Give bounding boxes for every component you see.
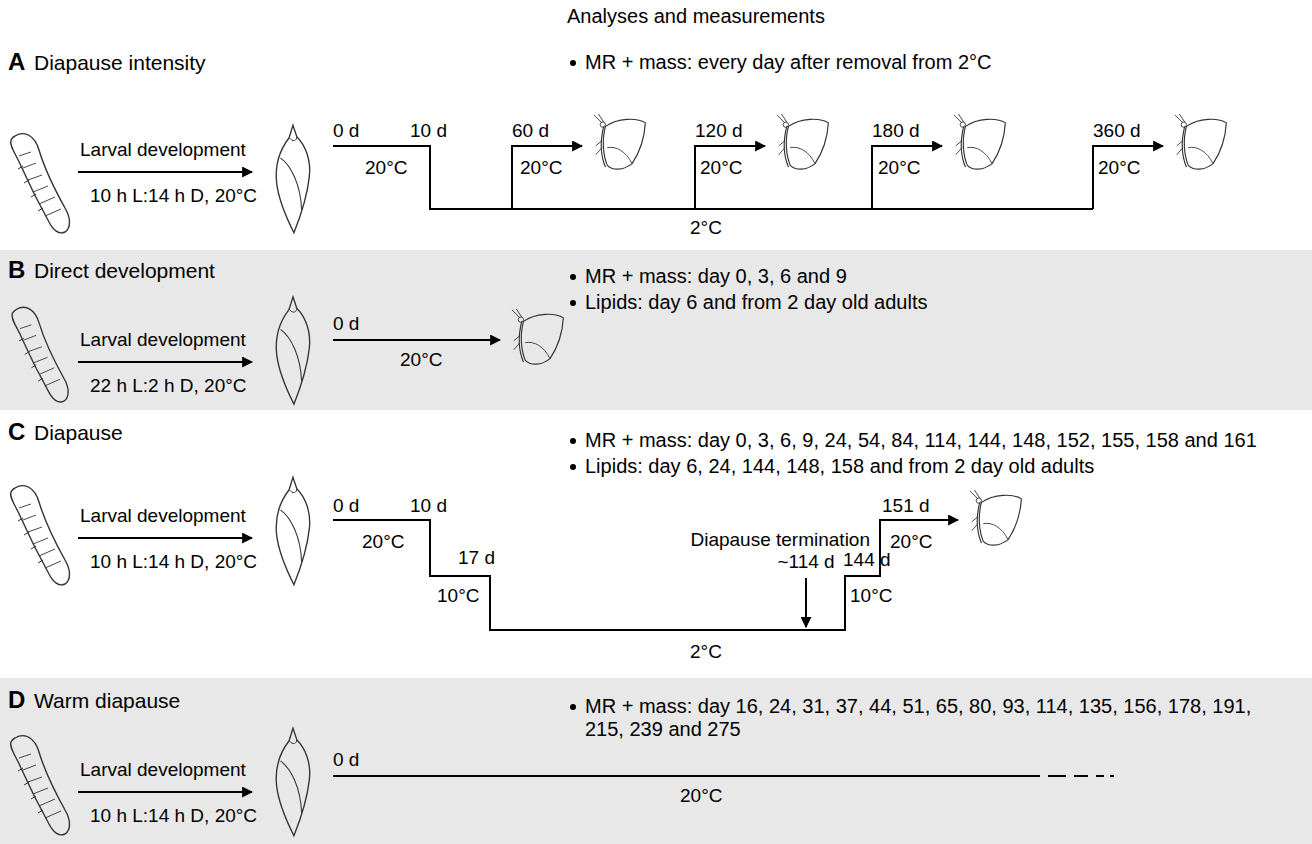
panel-letter: A: [8, 48, 25, 76]
measurement-note: Lipids: day 6 and from 2 day old adults: [585, 291, 927, 314]
transfer-arrow: [512, 146, 582, 209]
day-label: 180 d: [872, 120, 920, 142]
development-arrow: [78, 791, 252, 793]
pupa-drawing: [276, 297, 309, 404]
panel-title: Warm diapause: [34, 689, 180, 713]
panel-title: Diapause: [34, 421, 123, 445]
transfer-arrow: [872, 146, 942, 209]
bullet-dot: [570, 704, 576, 710]
photoperiod-label: 22 h L:2 h D, 20°C: [90, 375, 247, 397]
development-arrow: [78, 171, 252, 173]
day-label: 151 d: [882, 495, 930, 517]
bullet-dot: [570, 300, 576, 306]
larva-drawing: [11, 134, 70, 233]
development-arrow: [78, 361, 252, 363]
panel-letter: D: [8, 686, 25, 714]
day-label: 0 d: [333, 313, 359, 335]
pupa-drawing: [276, 728, 309, 836]
temperature-timeline: [333, 520, 958, 630]
panel-letter: B: [8, 256, 25, 284]
termination-arrow: [805, 578, 807, 627]
development-arrow: [78, 537, 252, 539]
temperature-label: 20°C: [520, 157, 562, 179]
transfer-arrow: [1093, 146, 1163, 209]
section-header: Analyses and measurements: [567, 5, 825, 28]
measurement-note: Lipids: day 6, 24, 144, 148, 158 and fro…: [585, 455, 1094, 478]
temperature-label: 2°C: [690, 641, 722, 663]
stage-label: Larval development: [80, 329, 246, 351]
measurement-note: MR + mass: day 0, 3, 6 and 9: [585, 265, 847, 288]
event-label: Diapause termination: [690, 529, 870, 551]
transfer-arrow: [695, 146, 765, 209]
day-label: 0 d: [333, 749, 359, 771]
day-label: 60 d: [512, 120, 549, 142]
bullet-dot: [570, 438, 576, 444]
larva-drawing: [11, 486, 70, 585]
temperature-label: 20°C: [890, 531, 932, 553]
temperature-timeline: [333, 339, 500, 341]
temperature-label: 20°C: [365, 157, 407, 179]
bullet-dot: [570, 60, 576, 66]
larva-drawing: [12, 307, 68, 402]
photoperiod-label: 10 h L:14 h D, 20°C: [90, 551, 257, 573]
measurement-note: MR + mass: day 0, 3, 6, 9, 24, 54, 84, 1…: [585, 429, 1257, 452]
panel-title: Direct development: [34, 259, 215, 283]
pupa-drawing: [276, 125, 309, 233]
day-label: 360 d: [1093, 120, 1141, 142]
butterfly-drawing: [970, 490, 1021, 545]
stage-label: Larval development: [80, 505, 246, 527]
temperature-label: 20°C: [700, 157, 742, 179]
butterfly-drawing: [954, 114, 1005, 169]
day-label: 0 d: [333, 495, 359, 517]
butterfly-drawing: [512, 309, 563, 364]
day-label: 0 d: [333, 120, 359, 142]
measurement-note: MR + mass: every day after removal from …: [585, 51, 991, 74]
panel-band: B Direct development MR + mass: day 0, 3, …: [0, 250, 1312, 410]
stage-label: Larval development: [80, 759, 246, 781]
measurement-note: MR + mass: day 16, 24, 31, 37, 44, 51, 6…: [585, 695, 1275, 741]
bullet-dots: [570, 60, 576, 710]
butterfly-drawing: [777, 114, 828, 169]
temperature-label: 20°C: [878, 157, 920, 179]
temperature-timeline: [333, 146, 1093, 209]
day-label: 120 d: [695, 120, 743, 142]
bullet-dot: [570, 464, 576, 470]
panel-title: Diapause intensity: [34, 51, 206, 75]
pupa-drawing: [276, 477, 309, 585]
timeline-continuation: [1048, 775, 1114, 777]
temperature-label: 10°C: [437, 585, 479, 607]
day-label: 144 d: [843, 549, 891, 571]
butterfly-drawing: [1175, 114, 1226, 169]
temperature-label: 20°C: [1098, 157, 1140, 179]
temperature-label: 10°C: [850, 585, 892, 607]
bullet-dot: [570, 274, 576, 280]
day-label: 10 d: [410, 120, 447, 142]
day-label: 17 d: [458, 547, 495, 569]
larva-drawing: [11, 736, 70, 835]
day-label: 10 d: [410, 495, 447, 517]
butterfly-drawing: [594, 114, 645, 169]
temperature-timeline: [333, 775, 1040, 777]
temperature-label: 2°C: [690, 217, 722, 239]
stage-label: Larval development: [80, 139, 246, 161]
temperature-label: 20°C: [680, 785, 722, 807]
photoperiod-label: 10 h L:14 h D, 20°C: [90, 185, 257, 207]
panel-band: D Warm diapause MR + mass: day 16, 24, 31,…: [0, 678, 1312, 844]
panel-letter: C: [8, 418, 25, 446]
temperature-label: 20°C: [400, 349, 442, 371]
event-label: ~114 d: [777, 551, 834, 573]
photoperiod-label: 10 h L:14 h D, 20°C: [90, 805, 257, 827]
temperature-label: 20°C: [362, 531, 404, 553]
